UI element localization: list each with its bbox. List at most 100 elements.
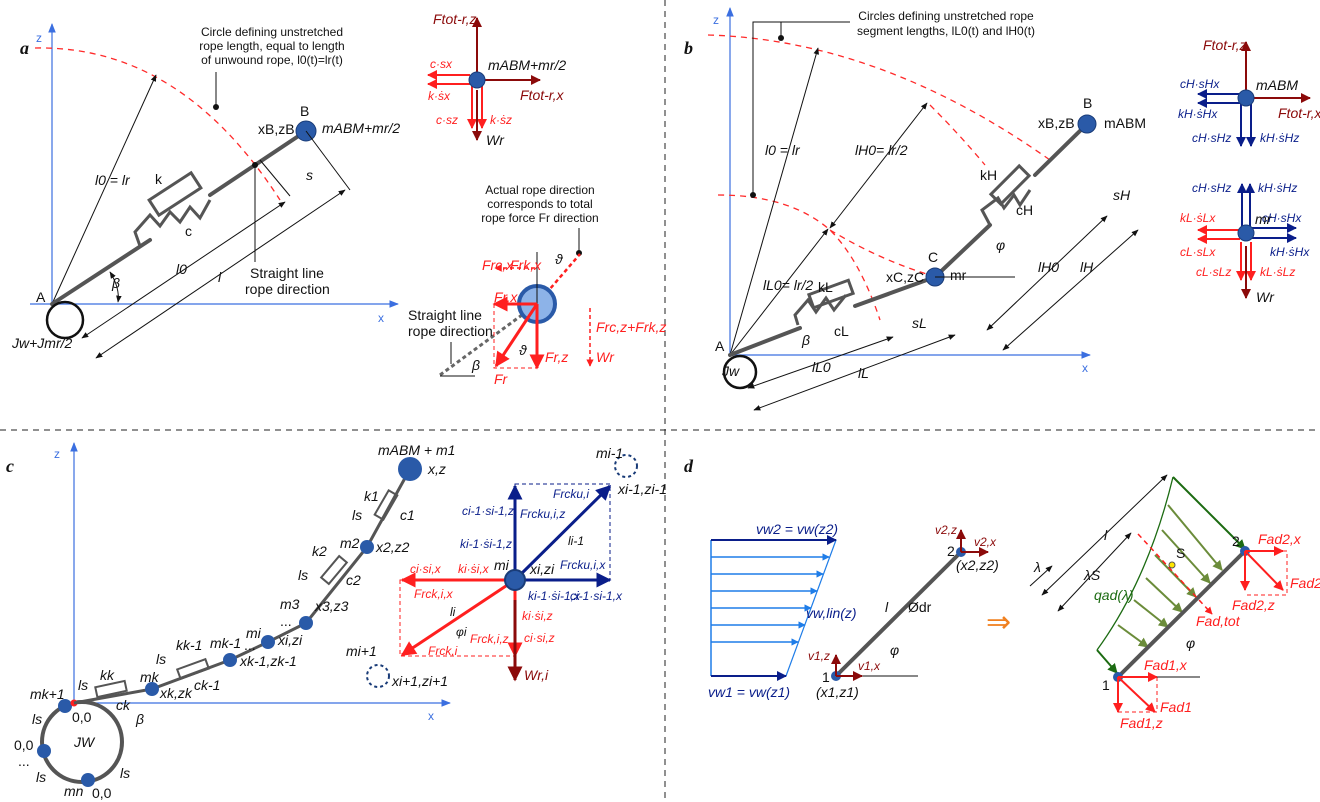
radius-h-arrow bbox=[829, 102, 928, 229]
f-rcz-rkz-label: Frc,z+Frk,z bbox=[596, 319, 666, 335]
weight-label: Wr bbox=[486, 132, 505, 148]
rope-element bbox=[834, 550, 963, 678]
f-ad1-label: Fad1 bbox=[1160, 699, 1192, 715]
radius-arrow bbox=[51, 74, 157, 305]
x-next-label: xi+1,zi+1 bbox=[391, 673, 448, 689]
coords-b: xB,zB bbox=[258, 121, 295, 137]
mass-k-minus bbox=[223, 653, 237, 667]
f-ad1z-label: Fad1,z bbox=[1120, 715, 1163, 731]
callout-line-3: of unwound rope, l0(t)=lr(t) bbox=[201, 53, 343, 67]
fbb-ch-shx-label: cH·sHx bbox=[1262, 211, 1302, 225]
kk1-label: kk-1 bbox=[176, 637, 202, 653]
callout-b-leader bbox=[752, 21, 850, 195]
fb-mass-top bbox=[1237, 89, 1255, 107]
m-next-label: mi+1 bbox=[346, 643, 377, 659]
mass-2 bbox=[360, 540, 374, 554]
x-axis-label-c: x bbox=[428, 709, 434, 723]
damper-l-icon bbox=[806, 278, 856, 310]
k-sx-label: k·ṡx bbox=[428, 89, 451, 103]
m2-label: m2 bbox=[340, 535, 360, 551]
load-arrow-5 bbox=[1145, 577, 1183, 613]
k-l-label: kL bbox=[818, 279, 833, 295]
weight-i-label: Wr,i bbox=[524, 667, 549, 683]
callout-b-dot-1 bbox=[778, 35, 784, 41]
f-ad1-arrow bbox=[1117, 676, 1156, 713]
damper-2-icon bbox=[319, 554, 349, 586]
x2-label: x2,z2 bbox=[375, 539, 410, 555]
mn-label: mn bbox=[64, 783, 84, 799]
c-i-x-label: ci·si,x bbox=[410, 562, 442, 576]
beta-detail-label: β bbox=[471, 357, 480, 373]
coords-c-label: xC,zC bbox=[886, 269, 924, 285]
fbb-cl-slx-label: cL·sLx bbox=[1180, 245, 1216, 259]
xi-label: xi,zi bbox=[277, 632, 303, 648]
node-2-loaded-label: 2 bbox=[1232, 533, 1240, 549]
xk-label: xk,zk bbox=[159, 685, 193, 701]
mass-left bbox=[37, 744, 51, 758]
weight-label-detail: Wr bbox=[596, 349, 615, 365]
load-arrow-3 bbox=[1161, 529, 1211, 584]
callout-dot bbox=[213, 104, 219, 110]
ck1-label: ck-1 bbox=[194, 677, 220, 693]
diameter-label: Ødr bbox=[908, 599, 932, 615]
fb-k-sx-label: kH·ṡHx bbox=[1178, 107, 1218, 121]
v2z-label: v2,z bbox=[935, 523, 957, 537]
mass-c-label: mr bbox=[950, 267, 967, 283]
fb-f-tot-z-label: Ftot-r,z bbox=[1203, 37, 1247, 53]
phi-d-label: φ bbox=[890, 642, 899, 658]
vw1-label: vw1 = vw(z1) bbox=[708, 684, 790, 700]
mass-b-label: mABM+mr/2 bbox=[322, 120, 400, 136]
node-1-loaded-label: 1 bbox=[1102, 677, 1110, 693]
k1-label: k1 bbox=[364, 488, 379, 504]
z-axis-label-b: z bbox=[713, 13, 719, 27]
top-mass-label: mABM + m1 bbox=[378, 442, 455, 458]
f-r-label: Fr bbox=[494, 371, 509, 387]
fbb-cl-slz-label: cL·sLz bbox=[1196, 265, 1231, 279]
c-sz-label: c·sz bbox=[436, 113, 458, 127]
panel-label-a: a bbox=[20, 38, 29, 58]
mass-top bbox=[398, 457, 422, 481]
ck-label: ck bbox=[116, 697, 131, 713]
x-prev-label: xi-1,zi-1 bbox=[617, 481, 667, 497]
direction-callout-1: Actual rope direction bbox=[485, 183, 594, 197]
damper-1-icon bbox=[373, 489, 399, 521]
length-d-label: l bbox=[885, 599, 889, 615]
mk1-label: mk-1 bbox=[210, 635, 241, 651]
mass-i-label: mi bbox=[494, 557, 510, 573]
damper-label: k bbox=[155, 171, 163, 187]
mass-n bbox=[81, 773, 95, 787]
straight-direction-line bbox=[439, 302, 538, 377]
mass-i bbox=[261, 635, 275, 649]
panel-b-fbd-bottom: cH·sHz kH·ṡHz cH·sHx kH·ṡHx kL·ṡLx cL·sL… bbox=[1180, 181, 1310, 305]
point-a-label-b: A bbox=[715, 338, 725, 354]
fbb-mass bbox=[1237, 224, 1255, 242]
straight-line-label-1: Straight line bbox=[250, 265, 324, 281]
f-rcku-x-label: Frcku,i,x bbox=[560, 558, 606, 572]
rope-h-upper bbox=[1033, 122, 1089, 177]
force-rectangle bbox=[493, 303, 538, 369]
origin-label-1: 0,0 bbox=[72, 709, 92, 725]
centroid-label: S bbox=[1176, 545, 1185, 561]
l-l0-label: lL0 bbox=[812, 359, 831, 375]
panel-a: a z x Circle defining unstretched rope l… bbox=[11, 23, 400, 359]
centroid-dot bbox=[1168, 561, 1176, 569]
k-i-z-label: ki·ṡi,z bbox=[522, 609, 553, 623]
vw2-label: vw2 = vw(z2) bbox=[756, 521, 838, 537]
phi-label-b: φ bbox=[996, 237, 1005, 253]
damper-k1-icon bbox=[175, 657, 211, 681]
load-arrow-top bbox=[1172, 476, 1246, 550]
damper-h-icon bbox=[988, 163, 1032, 207]
mass-3 bbox=[299, 616, 313, 630]
point-c-label: C bbox=[928, 249, 938, 265]
l-circle-arc bbox=[717, 194, 881, 321]
load-arrow-2 bbox=[1167, 504, 1223, 571]
stretch-tick-2 bbox=[305, 130, 351, 191]
radius-l-label: lL0= lr/2 bbox=[763, 277, 813, 293]
lambda-s-dim bbox=[1057, 532, 1132, 612]
k-prev-z-label: ki-1·ṡi-1,z bbox=[460, 537, 512, 551]
z-axis-label: z bbox=[36, 31, 42, 45]
load-distribution-curve bbox=[1096, 476, 1174, 651]
mass-k bbox=[145, 682, 159, 696]
l-prev-label: li-1 bbox=[568, 534, 584, 548]
